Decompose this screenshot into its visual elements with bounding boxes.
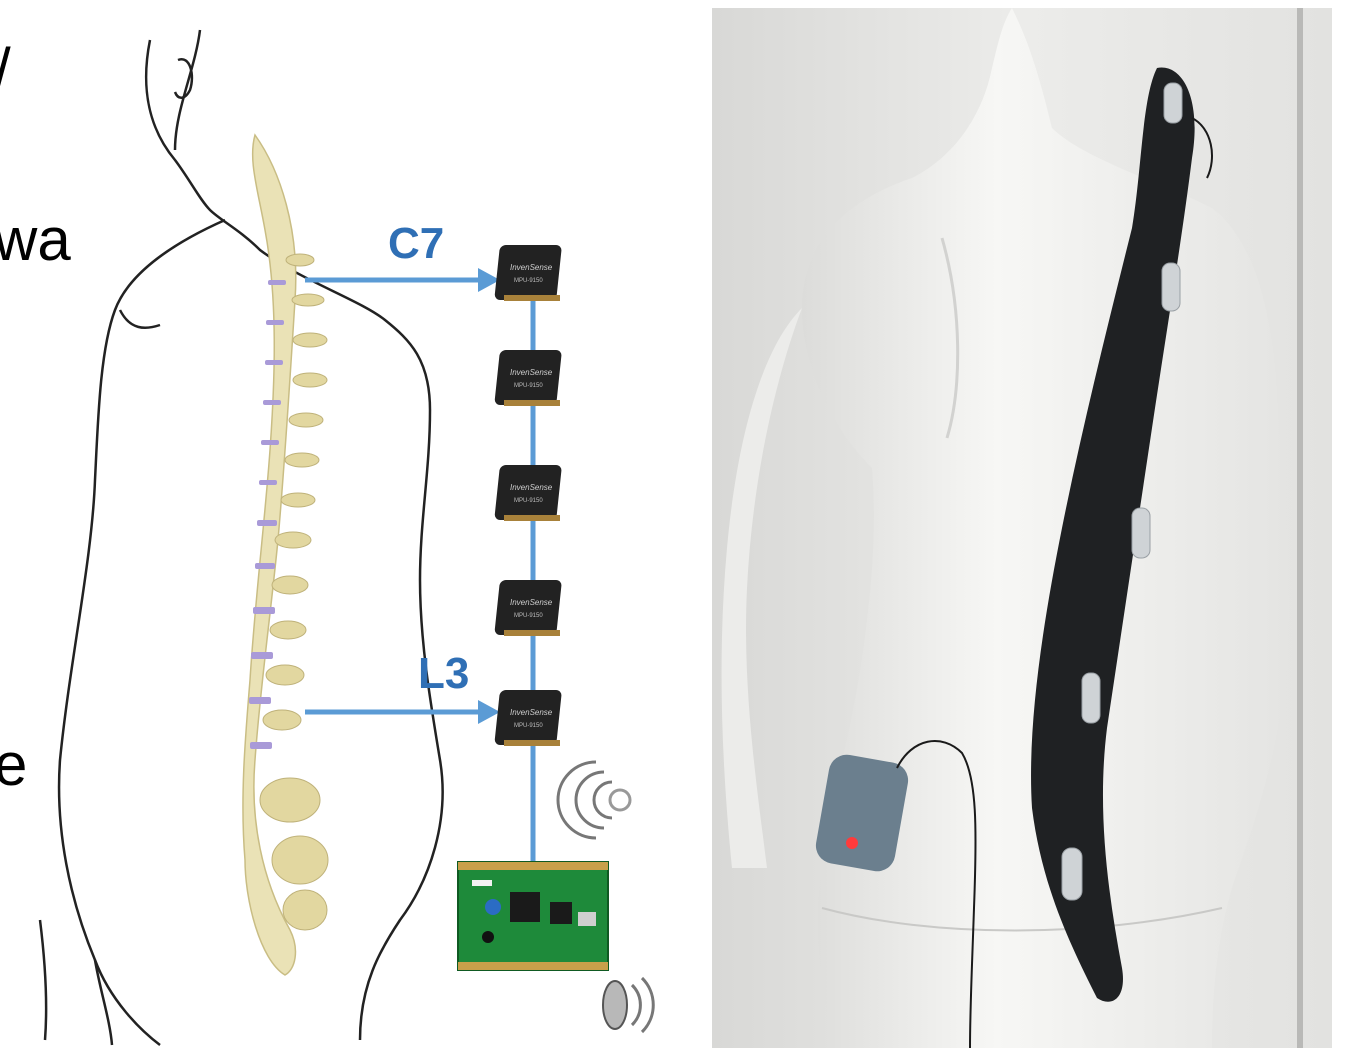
sensor-chip-part: MPU-9150 (514, 278, 543, 284)
spine-illustration (243, 135, 328, 975)
sensor-chip-part: MPU-9150 (514, 383, 543, 389)
sensor-chip-brand: InvenSense (510, 263, 553, 272)
sensor-chip-part: MPU-9150 (514, 723, 543, 729)
sensor-chip-part: MPU-9150 (514, 613, 543, 619)
imu-sensor-chip: InvenSense MPU-9150 (494, 350, 562, 406)
imu-sensor-chip: InvenSense MPU-9150 (494, 580, 562, 636)
photo-svg (712, 8, 1332, 1048)
imu-sensor-chip: InvenSense MPU-9150 (494, 245, 562, 301)
status-led-icon (846, 837, 858, 849)
c7-arrow (305, 268, 500, 292)
imu-sensor-chip: InvenSense MPU-9150 (494, 465, 562, 521)
diagram-svg: C7 L3 InvenSense MPU-9150 InvenSense MPU… (0, 0, 700, 1048)
sensor-chip-brand: InvenSense (510, 598, 553, 607)
sensor-chip-brand: InvenSense (510, 483, 553, 492)
spine-sensor-diagram: C7 L3 InvenSense MPU-9150 InvenSense MPU… (0, 0, 700, 1048)
c7-label: C7 (388, 219, 444, 268)
vibration-icon (558, 762, 630, 838)
l3-arrow (305, 700, 500, 724)
sensor-chip-brand: InvenSense (510, 368, 553, 377)
sensor-chip-part: MPU-9150 (514, 498, 543, 504)
body-outline (40, 30, 443, 1045)
mannequin-photo (712, 8, 1332, 1048)
l3-label: L3 (418, 649, 469, 698)
microcontroller-board (458, 862, 608, 970)
buzzer-icon (603, 978, 653, 1032)
imu-sensor-chip: InvenSense MPU-9150 (494, 690, 562, 746)
sensor-chip-brand: InvenSense (510, 708, 553, 717)
